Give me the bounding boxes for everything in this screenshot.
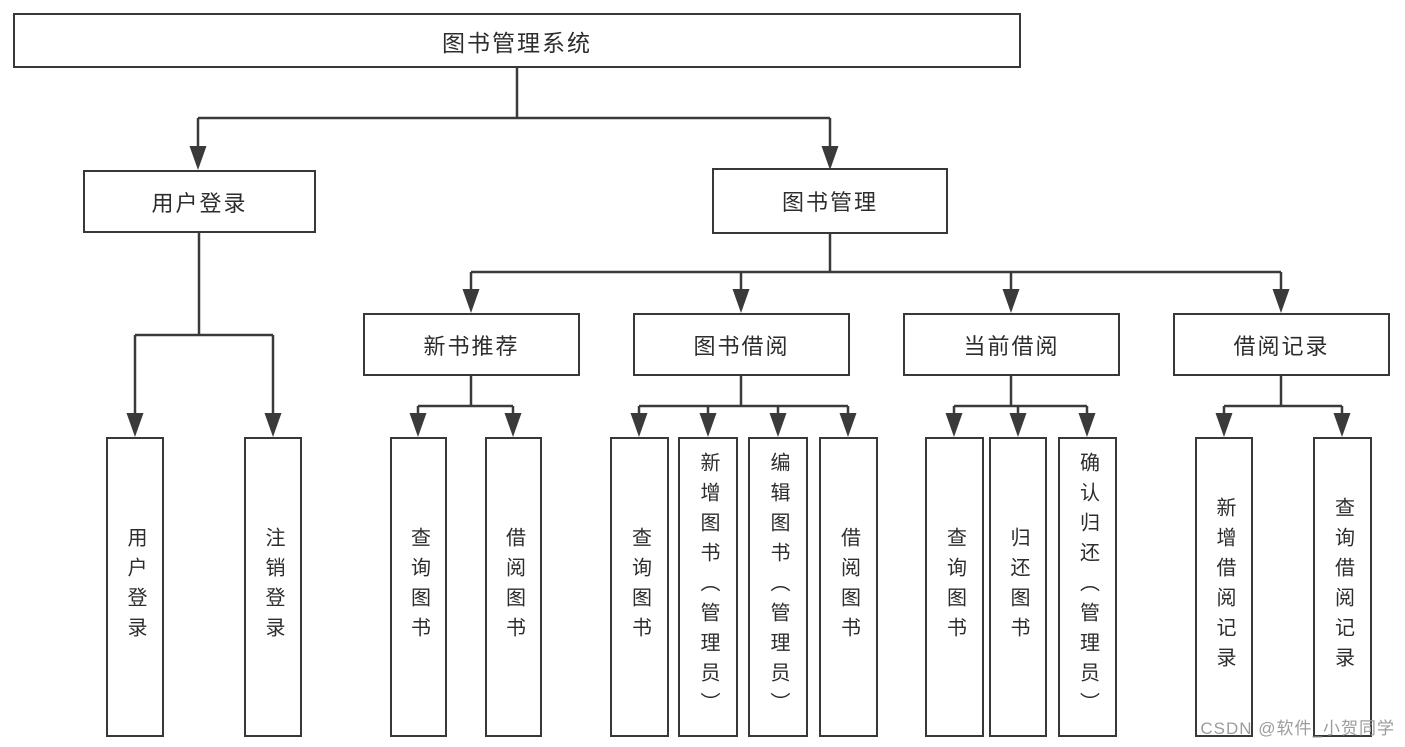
connector-new-book-to-leaves [416,376,515,415]
leaf-user-login: 用户登录 [106,437,164,737]
leaf-borrow-books-recommend: 借阅图书 [485,437,542,737]
connector-root-to-level2 [196,68,832,148]
node-current-borrowing: 当前借阅 [903,313,1120,376]
node-book-borrowing: 图书借阅 [633,313,850,376]
node-borrowing-records: 借阅记录 [1173,313,1390,376]
node-user-login: 用户登录 [83,170,316,233]
leaf-query-books-borrowing: 查询图书 [610,437,669,737]
leaf-query-borrow-record: 查询借阅记录 [1313,437,1372,737]
leaf-edit-books-admin: 编辑图书（管理员） [748,437,808,737]
leaf-borrow-books: 借阅图书 [819,437,878,737]
leaf-add-borrow-record: 新增借阅记录 [1195,437,1253,737]
node-book-management: 图书管理 [712,168,948,234]
connector-current-borrow-to-leaves [952,376,1089,415]
connector-user-login-to-leaves [133,233,275,415]
node-library-management-system: 图书管理系统 [13,13,1021,68]
leaf-logout: 注销登录 [244,437,302,737]
connector-borrow-records-to-leaves [1222,376,1344,415]
node-new-book-recommend: 新书推荐 [363,313,580,376]
connector-book-borrow-to-leaves [637,376,850,415]
arrowheads [126,146,1351,437]
csdn-watermark: CSDN @软件_小贺同学 [1200,719,1395,738]
leaf-query-books-current: 查询图书 [925,437,984,737]
leaf-query-books-recommend: 查询图书 [390,437,447,737]
leaf-return-books: 归还图书 [989,437,1047,737]
leaf-confirm-return-admin: 确认归还（管理员） [1058,437,1117,737]
leaf-add-books-admin: 新增图书（管理员） [678,437,738,737]
connector-book-mgmt-to-level3 [469,234,1283,291]
